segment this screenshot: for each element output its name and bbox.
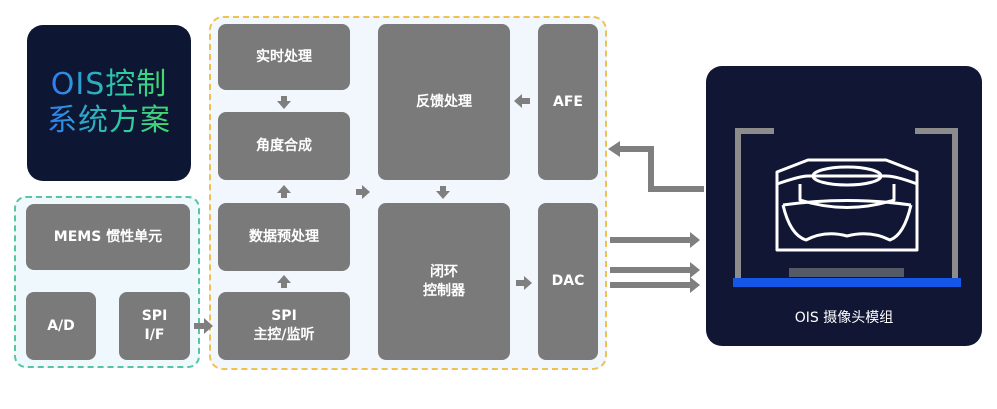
sensor-chip-icon xyxy=(789,268,904,277)
mems-label: MEMS 惯性单元 xyxy=(53,228,163,245)
camera-bracket-icon xyxy=(735,128,958,282)
arrow-spiif-master-icon xyxy=(194,318,213,334)
arrow-spi-preprocess-icon xyxy=(277,275,291,288)
ad-block: A/D xyxy=(26,292,96,360)
feedback-block: 反馈处理 xyxy=(378,24,510,180)
arrow-realtime-angle-icon xyxy=(277,96,291,109)
spi-master-block: SPI 主控/监听 xyxy=(218,292,350,360)
lens-icon xyxy=(775,158,919,252)
spi-if-block: SPI I/F xyxy=(119,292,190,360)
arrow-dac-camera-1-icon xyxy=(610,232,700,248)
angle-block: 角度合成 xyxy=(218,112,350,180)
title-card: OIS控制 系统方案 xyxy=(27,25,191,181)
feedback-label: 反馈处理 xyxy=(416,93,472,110)
preprocess-block: 数据预处理 xyxy=(218,203,350,271)
arrow-feedback-loop-icon xyxy=(436,186,450,199)
closed-loop-label-1: 闭环 xyxy=(430,263,458,280)
spi-master-label-1: SPI xyxy=(271,308,297,324)
ad-label: A/D xyxy=(47,317,75,334)
spi-if-label-1: SPI xyxy=(141,308,168,324)
sensor-board-icon xyxy=(733,278,961,287)
dac-label: DAC xyxy=(551,273,585,289)
arrow-loop-dac-icon xyxy=(516,276,532,290)
spi-master-label-2: 主控/监听 xyxy=(253,327,315,343)
arrow-dac-camera-3-icon xyxy=(610,277,700,293)
realtime-label: 实时处理 xyxy=(256,48,312,65)
preprocess-label: 数据预处理 xyxy=(249,228,319,245)
mems-block: MEMS 惯性单元 xyxy=(26,204,190,270)
arrow-afe-feedback-icon xyxy=(514,94,530,108)
arrow-angle-controller-icon xyxy=(356,185,370,199)
afe-label: AFE xyxy=(553,93,583,110)
title-line-1: OIS控制 xyxy=(50,67,168,102)
arrow-camera-afe-icon xyxy=(608,141,704,192)
title-line-2: 系统方案 xyxy=(47,103,171,138)
camera-module-label: OIS 摄像头模组 xyxy=(794,310,894,326)
closed-loop-label-2: 控制器 xyxy=(423,282,465,299)
arrow-dac-camera-2-icon xyxy=(610,262,700,278)
closed-loop-block: 闭环 控制器 xyxy=(378,203,510,360)
afe-block: AFE xyxy=(538,24,598,180)
realtime-block: 实时处理 xyxy=(218,24,350,90)
dac-block: DAC xyxy=(538,203,598,360)
angle-label: 角度合成 xyxy=(256,137,312,154)
arrow-preprocess-angle-icon xyxy=(277,185,291,198)
spi-if-label-2: I/F xyxy=(144,327,165,343)
